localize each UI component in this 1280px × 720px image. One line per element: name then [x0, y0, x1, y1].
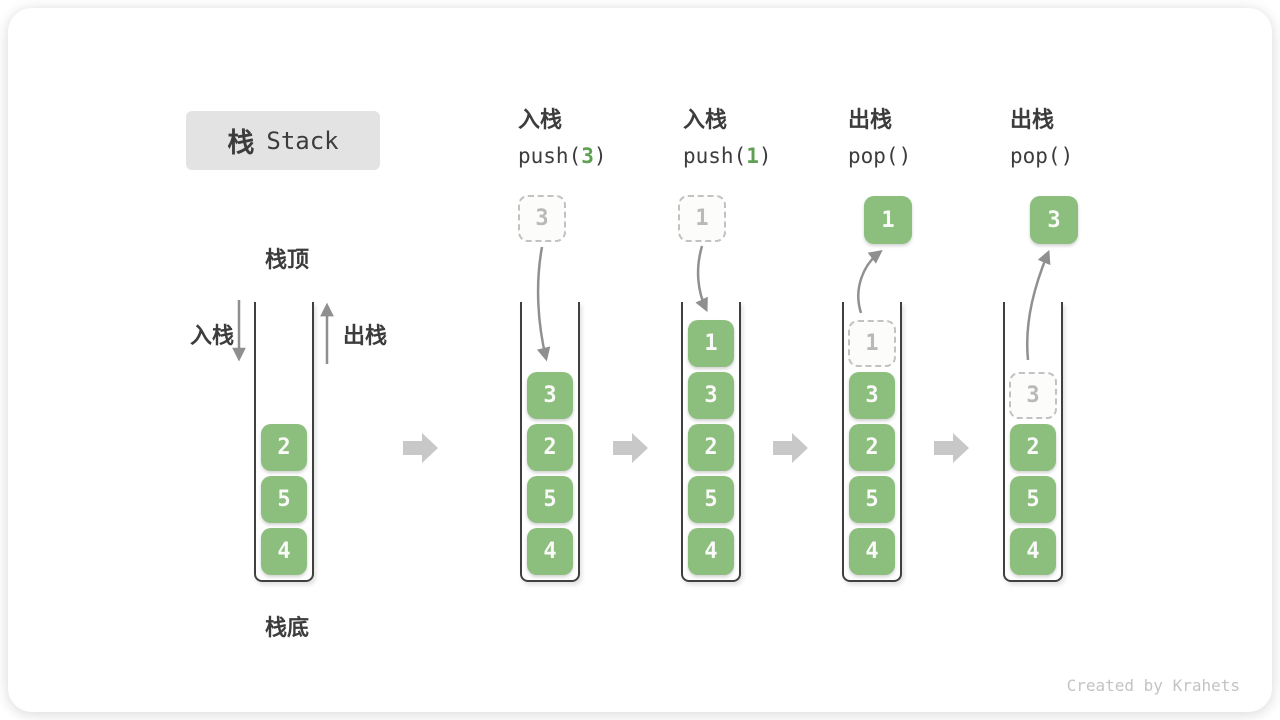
stack-item: 2 [1010, 424, 1056, 471]
stack-item: 2 [688, 424, 734, 471]
stack-after-push-1: 1 3 2 5 4 [681, 302, 741, 582]
cell-value: 2 [277, 435, 291, 460]
op-code: push(3) [518, 144, 607, 168]
cell-value: 4 [865, 539, 879, 564]
code-close: ) [758, 144, 772, 168]
op-label-pop-1: 出栈 pop() [848, 106, 911, 168]
stack-item: 4 [849, 528, 895, 575]
stack-item: 4 [1010, 528, 1056, 575]
stack-initial: 2 5 4 [254, 302, 314, 582]
cell-value: 3 [535, 206, 549, 231]
floating-ghost-cell-1: 1 [678, 195, 726, 242]
op-zh: 入栈 [518, 108, 563, 133]
stack-item: 5 [688, 476, 734, 523]
code-fn: pop( [1010, 144, 1061, 168]
credit-text: Created by Krahets [1066, 676, 1240, 695]
stack-item: 3 [849, 372, 895, 419]
cell-value: 2 [543, 435, 557, 460]
code-fn: pop( [848, 144, 899, 168]
floating-popped-cell-3: 3 [1030, 196, 1078, 244]
stack-item: 2 [849, 424, 895, 471]
cell-value: 3 [1047, 207, 1061, 233]
stack-item: 5 [1010, 476, 1056, 523]
code-arg: 3 [581, 144, 594, 168]
op-zh: 入栈 [683, 108, 728, 133]
cell-value: 3 [1026, 383, 1040, 408]
cell-value: 1 [704, 331, 718, 356]
stack-item: 2 [527, 424, 573, 471]
op-code: pop() [848, 144, 911, 168]
stack-after-pop-3: 3 2 5 4 [1003, 302, 1063, 582]
stack-item: 4 [527, 528, 573, 575]
cell-value: 5 [704, 487, 718, 512]
op-zh: 出栈 [848, 108, 893, 133]
cell-value: 3 [704, 383, 718, 408]
cell-value: 1 [881, 207, 895, 233]
stack-after-push-3: 3 2 5 4 [520, 302, 580, 582]
stack-item-ghost: 3 [1009, 372, 1057, 419]
op-code: pop() [1010, 144, 1073, 168]
flow-arrow-icon [934, 433, 969, 463]
code-close: ) [593, 144, 607, 168]
cell-value: 4 [277, 539, 291, 564]
cell-value: 4 [1026, 539, 1040, 564]
cell-value: 4 [543, 539, 557, 564]
title-zh: 栈 [227, 128, 255, 159]
flow-arrow-icon [403, 433, 438, 463]
code-fn: push( [518, 144, 582, 168]
cell-value: 1 [865, 331, 879, 356]
code-arg: 1 [746, 144, 759, 168]
op-code: push(1) [683, 144, 772, 168]
code-fn: push( [683, 144, 747, 168]
flow-arrow-icon [613, 433, 648, 463]
stack-item: 5 [849, 476, 895, 523]
stack-item: 4 [688, 528, 734, 575]
cell-value: 1 [695, 206, 709, 231]
stack-after-pop-1: 1 3 2 5 4 [842, 302, 902, 582]
title-box: 栈 Stack [186, 111, 380, 170]
cell-value: 5 [1026, 487, 1040, 512]
stack-item: 1 [688, 320, 734, 367]
stack-item: 5 [261, 476, 307, 523]
op-zh: 出栈 [1010, 108, 1055, 133]
op-label-pop-3: 出栈 pop() [1010, 106, 1073, 168]
label-stack-top: 栈顶 [264, 248, 309, 273]
floating-ghost-cell-3: 3 [518, 195, 566, 242]
label-pop-side: 出栈 [343, 324, 388, 349]
cell-value: 2 [865, 435, 879, 460]
floating-popped-cell-1: 1 [864, 196, 912, 244]
cell-value: 2 [1026, 435, 1040, 460]
label-push-side: 入栈 [189, 324, 234, 349]
stack-item-ghost: 1 [848, 320, 896, 367]
stack-item: 3 [688, 372, 734, 419]
stack-item: 2 [261, 424, 307, 471]
op-label-push-3: 入栈 push(3) [518, 106, 607, 168]
label-stack-bottom: 栈底 [264, 616, 309, 641]
cell-value: 4 [704, 539, 718, 564]
push-1-curved-arrow-icon [695, 245, 708, 313]
code-close: ) [898, 144, 912, 168]
code-close: ) [1060, 144, 1074, 168]
stack-item: 4 [261, 528, 307, 575]
cell-value: 2 [704, 435, 718, 460]
cell-value: 3 [865, 383, 879, 408]
cell-value: 3 [543, 383, 557, 408]
stack-item: 3 [527, 372, 573, 419]
op-label-push-1: 入栈 push(1) [683, 106, 772, 168]
title-en: Stack [266, 126, 339, 155]
cell-value: 5 [865, 487, 879, 512]
cell-value: 5 [543, 487, 557, 512]
flow-arrow-icon [773, 433, 808, 463]
cell-value: 5 [277, 487, 291, 512]
stack-item: 5 [527, 476, 573, 523]
